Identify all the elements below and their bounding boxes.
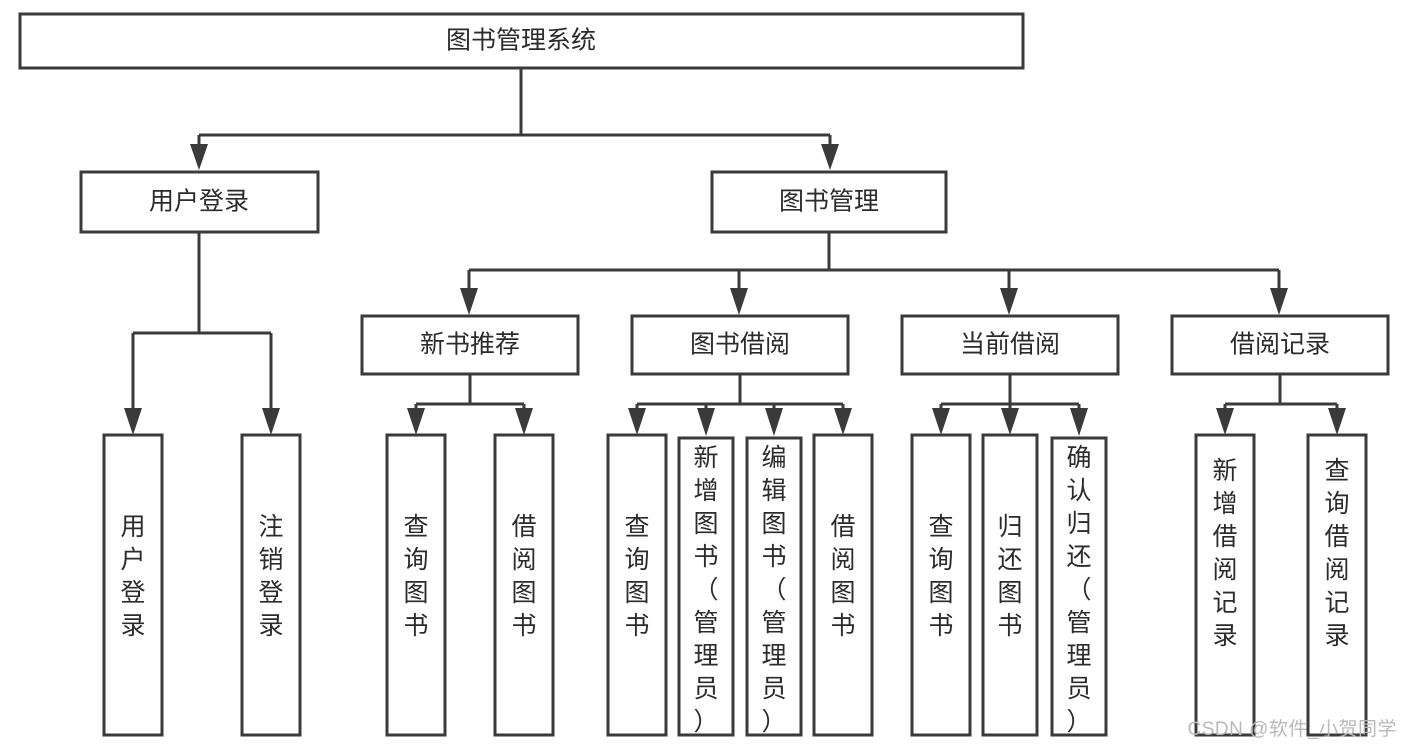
leaf-borrow-borrow-book-label: 借阅图书: [830, 513, 855, 640]
node-level3-current-borrow-label: 当前借阅: [960, 331, 1060, 359]
csdn-watermark: CSDN @软件_小贺同学: [1187, 719, 1397, 740]
leaf-user-login-logout-box[interactable]: [240, 433, 302, 737]
leaf-user-login-login[interactable]: 用户登录: [102, 433, 164, 737]
leaf-borrow-query-book[interactable]: 查询图书: [606, 433, 668, 737]
leaf-current-confirm-return-box[interactable]: [1050, 436, 1108, 737]
leaf-borrow-query-book-box[interactable]: [606, 433, 668, 737]
leaf-record-query-record[interactable]: 查询借阅记录: [1306, 433, 1368, 737]
node-level3-new-book-recommend-label: 新书推荐: [420, 331, 520, 359]
arrow-borrow-leaf-3: [765, 408, 783, 436]
leaf-record-query-record-box[interactable]: [1306, 433, 1368, 737]
leaf-borrow-add-book-label: 新增图书（管理员）: [693, 444, 718, 736]
arrow-current-leaf-3: [1070, 408, 1088, 436]
leaf-borrow-edit-book-label: 编辑图书（管理员）: [761, 444, 786, 736]
leaf-current-confirm-return[interactable]: 确认归还（管理员）: [1050, 436, 1108, 737]
arrow-login-leaf-2: [262, 408, 280, 435]
leaf-current-query-book[interactable]: 查询图书: [910, 433, 972, 737]
node-level3-new-book-recommend-box[interactable]: [360, 314, 580, 376]
leaf-recommend-borrow-book-box[interactable]: [493, 433, 555, 737]
arrow-recommend-leaf-1: [407, 408, 425, 435]
node-level3-current-borrow-box[interactable]: [900, 314, 1120, 376]
node-level2-book-management-label: 图书管理: [779, 188, 879, 216]
leaf-recommend-query-book-box[interactable]: [385, 433, 447, 737]
leaf-recommend-query-book-label: 查询图书: [403, 513, 428, 640]
leaf-user-login-logout[interactable]: 注销登录: [240, 433, 302, 737]
node-level3-book-borrow[interactable]: 图书借阅: [630, 314, 850, 376]
node-level3-borrow-record-box[interactable]: [1170, 314, 1390, 376]
node-level2-book-management-box[interactable]: [710, 170, 948, 234]
node-level2-user-login[interactable]: 用户登录: [79, 170, 320, 234]
node-level3-current-borrow[interactable]: 当前借阅: [900, 314, 1120, 376]
leaf-borrow-borrow-book-box[interactable]: [812, 433, 874, 737]
arrow-borrow-leaf-4: [834, 408, 852, 435]
node-level3-book-borrow-box[interactable]: [630, 314, 850, 376]
leaf-borrow-add-book[interactable]: 新增图书（管理员）: [677, 436, 735, 737]
leaf-user-login-login-label: 用户登录: [120, 513, 145, 640]
leaf-current-query-book-box[interactable]: [910, 433, 972, 737]
leaf-borrow-edit-book[interactable]: 编辑图书（管理员）: [745, 436, 803, 737]
leaf-current-return-book[interactable]: 归还图书: [981, 433, 1039, 737]
leaf-borrow-query-book-label: 查询图书: [624, 513, 649, 640]
leaf-record-add-record[interactable]: 新增借阅记录: [1194, 433, 1256, 737]
arrow-bookmgmt-child-4: [1270, 288, 1288, 315]
arrow-bookmgmt-child-3: [1000, 288, 1018, 315]
arrow-current-leaf-2: [1001, 408, 1019, 435]
leaf-record-add-record-label: 新增借阅记录: [1212, 457, 1237, 650]
leaf-recommend-borrow-book[interactable]: 借阅图书: [493, 433, 555, 737]
node-root-label: 图书管理系统: [446, 27, 596, 55]
leaf-current-query-book-label: 查询图书: [928, 513, 953, 640]
leaf-current-return-book-box[interactable]: [981, 433, 1039, 737]
arrow-login-leaf-1: [124, 408, 142, 435]
node-level3-borrow-record[interactable]: 借阅记录: [1170, 314, 1390, 376]
node-level3-new-book-recommend[interactable]: 新书推荐: [360, 314, 580, 376]
leaf-user-login-logout-label: 注销登录: [258, 513, 283, 640]
arrow-record-leaf-1: [1216, 408, 1234, 435]
leaf-record-add-record-box[interactable]: [1194, 433, 1256, 737]
arrow-record-leaf-2: [1328, 408, 1346, 435]
node-level3-book-borrow-label: 图书借阅: [690, 331, 790, 359]
arrow-root-to-login: [190, 144, 208, 170]
node-level2-book-management[interactable]: 图书管理: [710, 170, 948, 234]
arrow-borrow-leaf-2: [697, 408, 715, 436]
arrow-borrow-leaf-1: [628, 408, 646, 435]
leaf-current-return-book-label: 归还图书: [997, 513, 1022, 640]
leaf-record-query-record-label: 查询借阅记录: [1324, 457, 1349, 650]
arrow-bookmgmt-child-2: [730, 288, 748, 315]
leaf-borrow-edit-book-box[interactable]: [745, 436, 803, 737]
leaf-recommend-borrow-book-label: 借阅图书: [511, 513, 536, 640]
node-root-box[interactable]: [18, 12, 1025, 70]
arrow-recommend-leaf-2: [515, 408, 533, 435]
leaf-borrow-borrow-book[interactable]: 借阅图书: [812, 433, 874, 737]
arrow-bookmgmt-child-1: [460, 288, 478, 315]
leaf-user-login-login-box[interactable]: [102, 433, 164, 737]
leaf-recommend-query-book[interactable]: 查询图书: [385, 433, 447, 737]
node-level2-user-login-label: 用户登录: [149, 188, 249, 216]
node-level3-borrow-record-label: 借阅记录: [1230, 331, 1330, 359]
node-root[interactable]: 图书管理系统: [18, 12, 1025, 70]
arrow-current-leaf-1: [932, 408, 950, 435]
arrow-root-to-bookmgmt: [821, 144, 839, 170]
leaf-borrow-add-book-box[interactable]: [677, 436, 735, 737]
leaf-current-confirm-return-label: 确认归还（管理员）: [1066, 444, 1091, 736]
